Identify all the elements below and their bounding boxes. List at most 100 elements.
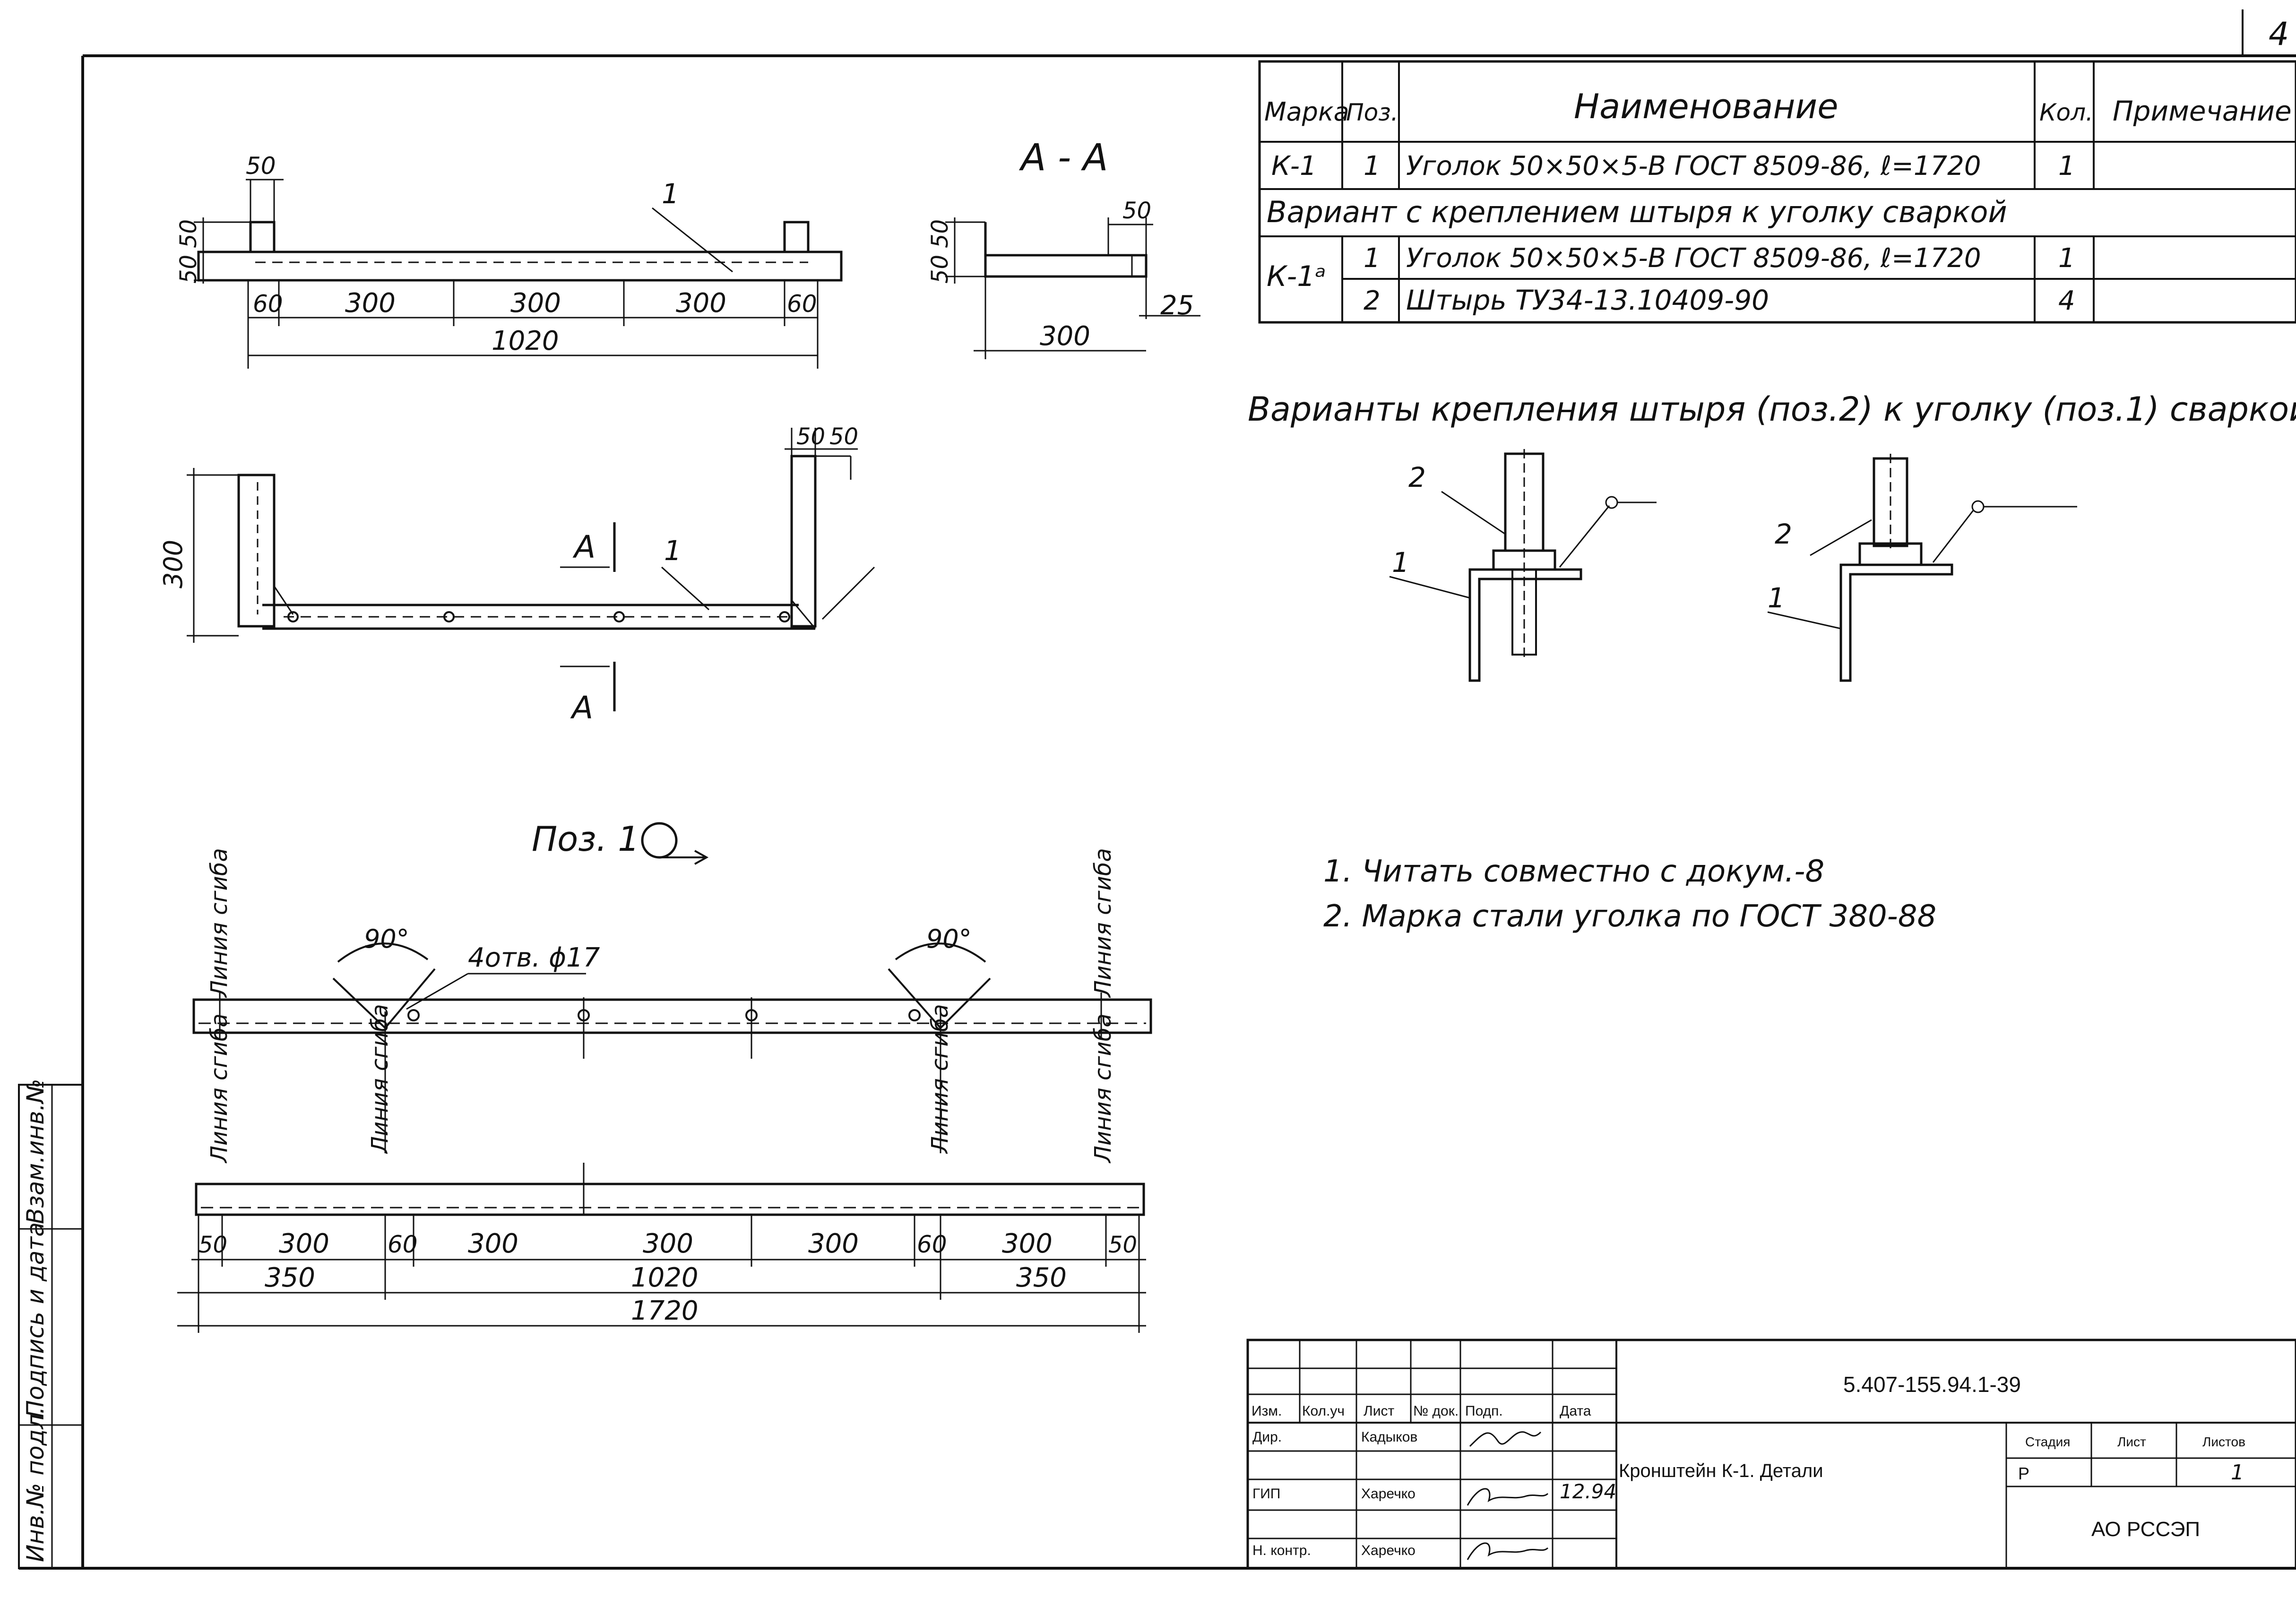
stamp-replace-inv: Взам.инв.№ xyxy=(22,1079,49,1224)
bend-line-1: Линия сгиба xyxy=(206,848,233,998)
th-mark: Марка xyxy=(1264,97,1349,127)
pos1-label: Поз. 1 xyxy=(532,819,639,859)
bend-line-2: Линия сгиба xyxy=(1090,848,1116,998)
tb-h-stage: Стадия xyxy=(2025,1434,2070,1449)
bend-line-6: Линия сгиба xyxy=(1090,1013,1116,1164)
tv-dim-60-right: 60 xyxy=(787,290,817,318)
weld-variant-2: 2 1 xyxy=(1767,454,2077,682)
v1-pos2: 2 xyxy=(1408,461,1426,493)
tv-dim-300-2: 300 xyxy=(510,288,561,319)
aa-dim-50a: 50 xyxy=(927,219,953,248)
tb-h-sheet: Лист xyxy=(2117,1434,2146,1449)
tb-stage: Р xyxy=(2018,1464,2029,1483)
tb-h-date: Дата xyxy=(1560,1403,1591,1419)
blank-dim-r1-8: 50 xyxy=(1108,1232,1137,1258)
tv-dim-60-left: 60 xyxy=(253,290,283,318)
plan-view: 300 50 50 1 А А xyxy=(158,423,875,726)
stamp-inv-orig: Инв.№ подл. xyxy=(22,1407,49,1562)
bend-line-3: Линия сгиба xyxy=(206,1013,233,1164)
plan-hole-1 xyxy=(287,611,299,622)
side-stamp: Инв.№ подл. Подпись и дата Взам.инв.№ xyxy=(18,1079,84,1569)
tb-date-gip: 12.94 xyxy=(1560,1480,1616,1503)
blank-dim-r1-6: 60 xyxy=(917,1231,947,1258)
angle-right: 90° xyxy=(926,924,972,954)
tv-dim-300-1: 300 xyxy=(345,288,396,319)
tb-name-nk: Харечко xyxy=(1361,1543,1416,1558)
pos1-blank: Поз. 1 90° 90° 4отв. ϕ17 Линия сгиба Лин… xyxy=(177,819,1152,1333)
tv-dim-300-3: 300 xyxy=(676,288,726,319)
tv-dim-50a: 50 xyxy=(175,219,202,248)
blank-dim-r2-2: 350 xyxy=(1016,1262,1067,1293)
top-view: 50 50 50 1 60 300 300 300 60 1020 xyxy=(175,152,843,369)
tb-name-gip: Харечко xyxy=(1361,1486,1416,1502)
v2-pos2: 2 xyxy=(1775,518,1792,550)
th-pos: Поз. xyxy=(1346,99,1398,126)
aa-dim-50b: 50 xyxy=(927,255,953,284)
stamp-sign-date: Подпись и дата xyxy=(22,1222,49,1418)
v2-pos1: 1 xyxy=(1768,582,1785,614)
row1-pos: 1 xyxy=(1364,151,1381,181)
th-note: Примечание xyxy=(2113,95,2292,127)
row2-mark: К-1ᵃ xyxy=(1267,260,1326,293)
signature-2 xyxy=(1467,1488,1549,1506)
blank-dim-r1-0: 50 xyxy=(199,1232,227,1258)
tv-dim-50-top: 50 xyxy=(246,152,276,180)
tb-h-izm: Изм. xyxy=(1252,1403,1282,1419)
note-1: 1. Читать совместно с докум.-8 xyxy=(1323,854,1824,889)
tb-sheets: 1 xyxy=(2231,1460,2244,1485)
th-name: Наименование xyxy=(1574,86,1839,126)
tb-name-dir: Кадыков xyxy=(1361,1429,1417,1445)
tv-dim-total: 1020 xyxy=(492,326,559,356)
tv-dim-50b: 50 xyxy=(175,255,202,284)
pv-dim-50b: 50 xyxy=(829,423,858,450)
tb-role-gip: ГИП xyxy=(1252,1486,1280,1502)
row1-qty: 1 xyxy=(2058,151,2075,181)
signature-1 xyxy=(1469,1431,1542,1447)
row3-qty: 4 xyxy=(2058,285,2075,316)
blank-dim-r1-4: 300 xyxy=(643,1228,693,1259)
tb-doc-code: 5.407-155.94.1-39 xyxy=(1843,1372,2021,1397)
th-qty: Кол. xyxy=(2039,99,2093,126)
aa-dim-25: 25 xyxy=(1160,290,1194,321)
row2-pos: 1 xyxy=(1364,243,1381,274)
pv-cut-mark-bottom: А xyxy=(570,690,593,726)
note-2: 2. Марка стали уголка по ГОСТ 380-88 xyxy=(1323,899,1936,934)
tb-role-dir: Дир. xyxy=(1252,1429,1282,1445)
section-a-a: А - А 50 50 50 25 300 xyxy=(927,137,1200,359)
blank-hole-4 xyxy=(908,1009,921,1021)
tv-leader-1: 1 xyxy=(662,178,679,210)
pv-cut-mark-top: А xyxy=(572,529,596,565)
blank-dim-total: 1720 xyxy=(631,1296,699,1326)
variant-caption: Вариант с креплением штыря к уголку свар… xyxy=(1267,195,2007,229)
blank-dim-r1-5: 300 xyxy=(808,1228,859,1259)
pv-dim-300: 300 xyxy=(158,540,188,588)
tb-h-list: Лист xyxy=(1364,1403,1394,1419)
bend-line-5: Линия сгиба xyxy=(927,1004,953,1154)
tb-title: Кронштейн К-1. Детали xyxy=(1619,1460,1823,1481)
title-block: Изм. Кол.уч Лист № док. Подп. Дата Дир. … xyxy=(1246,1339,2296,1570)
tb-h-doc: № док. xyxy=(1413,1403,1459,1419)
plan-hole-4 xyxy=(779,611,790,622)
notes: 1. Читать совместно с докум.-8 2. Марка … xyxy=(1323,854,1936,934)
tb-h-sheets: Листов xyxy=(2202,1434,2245,1449)
row3-name: Штырь ТУ34-13.10409-90 xyxy=(1406,284,1769,316)
tb-h-kol: Кол.уч xyxy=(1302,1403,1345,1419)
spec-table: Марка Поз. Наименование Кол. Примечание … xyxy=(1258,60,2296,324)
tb-h-podp: Подп. xyxy=(1465,1403,1503,1419)
plan-hole-3 xyxy=(613,611,625,622)
bend-line-4: Линия сгиба xyxy=(367,1004,393,1154)
blank-hole-1 xyxy=(407,1009,420,1021)
row3-pos: 2 xyxy=(1364,285,1381,316)
blank-dim-r1-7: 300 xyxy=(1002,1228,1053,1259)
pv-dim-50a: 50 xyxy=(796,423,825,450)
blank-dim-r1-2: 60 xyxy=(388,1231,418,1258)
weld-variant-1: 2 1 xyxy=(1389,449,1657,682)
sheet-number: 4 xyxy=(2269,16,2289,53)
aa-dim-50-top: 50 xyxy=(1122,198,1151,224)
plan-hole-2 xyxy=(443,611,455,622)
blank-dim-r1-1: 300 xyxy=(279,1228,329,1259)
angle-left: 90° xyxy=(364,924,409,954)
row1-mark: К-1 xyxy=(1271,151,1317,181)
row2-qty: 1 xyxy=(2058,243,2075,274)
